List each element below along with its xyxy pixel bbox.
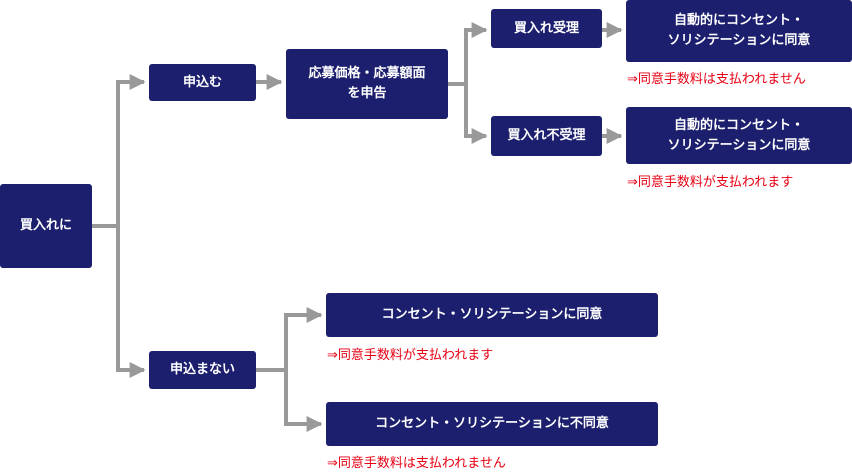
root-node: 買入れに	[0, 184, 92, 268]
accepted-consent-node: 自動的にコンセント・ ソリシテーションに同意	[626, 0, 852, 62]
offer-node-line1: 応募価格・応募額面	[308, 66, 426, 81]
rejected-consent-line2: ソリシテーションに同意	[667, 137, 811, 153]
offer-node: 応募価格・応募額面 を申告	[286, 49, 448, 119]
rejected-note: ⇒同意手数料が支払われます	[627, 175, 794, 190]
accept-node: 申込む	[149, 64, 256, 101]
rejected-node-label: 買入れ不受理	[507, 128, 586, 143]
agree-node: コンセント・ソリシテーションに同意	[326, 293, 658, 337]
disagree-node-label: コンセント・ソリシテーションに不同意	[375, 416, 609, 431]
agree-node-label: コンセント・ソリシテーションに同意	[381, 307, 603, 322]
decline-connector	[256, 307, 323, 372]
decline-node-label: 申込まない	[169, 362, 235, 377]
accepted-consent-line1: 自動的にコンセント・	[673, 13, 804, 28]
offer-node-line2: を申告	[347, 86, 387, 101]
rejected-node: 買入れ不受理	[491, 116, 602, 156]
rejected-consent-line1: 自動的にコンセント・	[673, 117, 804, 133]
disagree-note: ⇒同意手数料は支払われません	[327, 456, 506, 471]
disagree-node: コンセント・ソリシテーションに不同意	[326, 402, 658, 446]
root-connector-decline	[116, 226, 146, 378]
accept-node-label: 申込む	[182, 74, 222, 90]
agree-note: ⇒同意手数料が支払われます	[327, 348, 494, 363]
accepted-node: 買入れ受理	[491, 9, 602, 48]
rejected-consent-node: 自動的にコンセント・ ソリシテーションに同意	[626, 107, 852, 164]
accepted-node-label: 買入れ受理	[513, 20, 579, 36]
decline-connector-disagree	[284, 370, 323, 432]
accepted-consent-line2: ソリシテーションに同意	[667, 33, 811, 48]
offer-connector-rejected	[464, 84, 488, 144]
decline-node: 申込まない	[149, 351, 256, 389]
root-connector	[92, 74, 146, 228]
accepted-note: ⇒同意手数料は支払われません	[627, 72, 806, 87]
offer-connector	[448, 22, 488, 86]
root-node-label: 買入れに	[19, 218, 72, 233]
